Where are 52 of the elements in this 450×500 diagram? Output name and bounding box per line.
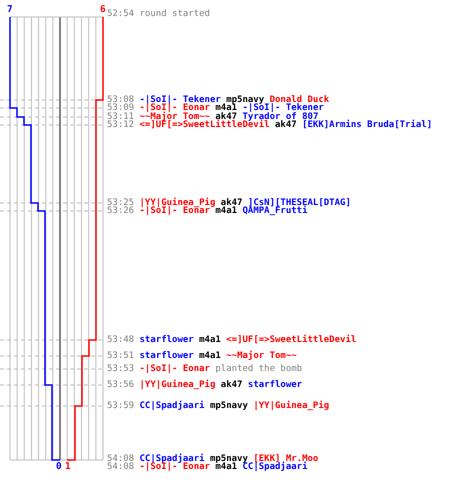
event-text: round started	[140, 9, 210, 19]
weapon-name: ak47	[220, 198, 242, 208]
weapon-name: mp5navy	[226, 95, 264, 105]
count-label: 7	[7, 5, 13, 15]
timestamp: 53:59	[107, 401, 134, 411]
weapon-name: mp5navy	[210, 454, 248, 464]
player-name: CC|Spadjaari	[140, 454, 205, 464]
player-name: starflower	[140, 335, 194, 345]
weapon-name: m4a1	[215, 462, 238, 472]
player-name: -|SoI|- Tekener	[242, 103, 324, 113]
weapon-name: mp5navy	[210, 401, 248, 411]
player-name: |YY|Guinea_Pig	[140, 198, 216, 208]
player-name: CC|Spadjaari	[140, 401, 205, 411]
player-name: ~~Major Tom~~	[226, 351, 297, 361]
timestamp: 53:56	[107, 380, 134, 390]
timestamp: 53:08	[107, 95, 134, 105]
player-name: -|SoI|- Eonar	[140, 462, 210, 472]
player-name: <=]UF[=>SweetLittleDevil	[226, 335, 356, 345]
weapon-name: m4a1	[199, 335, 221, 345]
timestamp: 53:25	[107, 198, 134, 208]
player-name: starflower	[140, 351, 194, 361]
weapon-name: ak47	[220, 380, 242, 390]
timestamp: 53:51	[107, 351, 134, 361]
player-name: -|SoI|- Tekener	[140, 95, 221, 105]
timestamp: 53:12	[107, 120, 134, 130]
player-name: |YY|Guinea_Pig	[140, 380, 216, 390]
player-name: -|SoI|- Eonar	[140, 103, 210, 113]
timestamp: 53:09	[107, 103, 134, 113]
timestamp: 54:08	[107, 462, 134, 472]
player-name: [EKK]Armins Bruda[Trial]	[302, 120, 432, 130]
weapon-name: ak47	[274, 120, 297, 130]
timestamp: 54:08	[107, 454, 134, 464]
player-name: <=]UF[=>SweetLittleDevil	[140, 120, 270, 130]
timestamp: 52:54	[107, 9, 134, 19]
weapon-name: m4a1	[215, 206, 238, 216]
count-label: 1	[65, 462, 71, 472]
player-name: ]CsN][THESEAL[DTAG]	[248, 198, 351, 208]
player-name: starflower	[248, 380, 302, 390]
timestamp: 53:53	[107, 364, 134, 374]
timestamp: 53:26	[107, 206, 134, 216]
player-name: |YY|Guinea_Pig	[253, 401, 330, 411]
player-name: -|SoI|- Eonar	[140, 206, 210, 216]
player-name: QAMPA_Frutti	[242, 206, 308, 216]
weapon-name: m4a1	[199, 351, 221, 361]
timestamp: 53:48	[107, 335, 134, 345]
event-text: planted the bomb	[215, 364, 302, 374]
count-label: 0	[56, 462, 62, 472]
player-name: CC|Spadjaari	[242, 462, 308, 472]
weapon-name: m4a1	[215, 103, 238, 113]
player-name: -|SoI|- Eonar	[140, 364, 210, 374]
count-label: 6	[100, 5, 106, 15]
timestamp: 53:11	[107, 112, 134, 122]
